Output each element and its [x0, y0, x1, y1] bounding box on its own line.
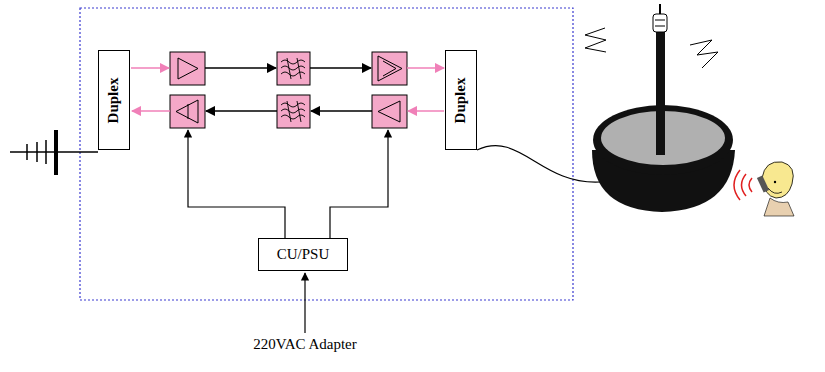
mobile-user — [734, 162, 794, 216]
filter-symbol — [281, 58, 305, 122]
duplexer-box: Duplex — [445, 50, 477, 150]
control-wires — [188, 130, 388, 333]
box-label: Duplex — [453, 77, 470, 123]
service-antenna — [592, 4, 735, 212]
control-power-box: CU/PSU — [258, 238, 348, 271]
supply-label: 220VAC Adapter — [253, 336, 356, 353]
rf-chain — [170, 52, 407, 128]
radio-waves — [585, 28, 718, 68]
box-label: CU/PSU — [277, 246, 330, 263]
coax-cable — [477, 146, 600, 183]
box-label: Duplex — [106, 77, 123, 123]
duplexer-box: Duplex — [98, 50, 130, 150]
housing-outline — [80, 8, 573, 300]
signal-arrows — [131, 68, 444, 111]
donor-antenna — [10, 130, 98, 175]
